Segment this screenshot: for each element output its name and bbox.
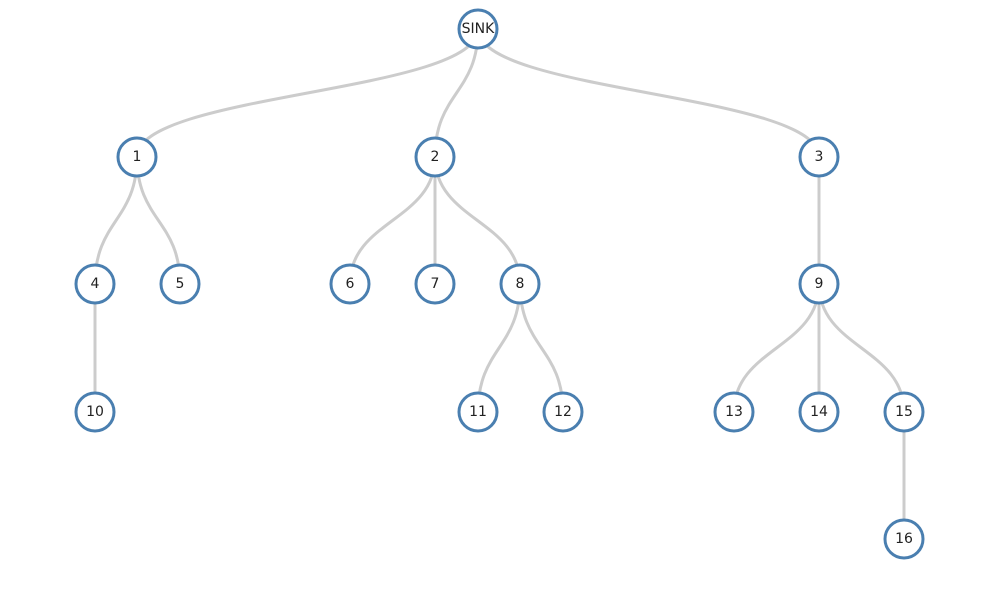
edge-2-8 (433, 156, 522, 285)
node-label: 9 (815, 276, 824, 292)
node-label: 16 (895, 531, 913, 547)
edge-9-15 (817, 283, 906, 413)
node-sink[interactable]: SINK (457, 8, 499, 50)
node-6[interactable]: 6 (329, 263, 371, 305)
node-10[interactable]: 10 (74, 391, 116, 433)
node-4[interactable]: 4 (74, 263, 116, 305)
node-circle (798, 263, 840, 305)
node-label: 5 (176, 276, 185, 292)
node-14[interactable]: 14 (798, 391, 840, 433)
node-circle (499, 263, 541, 305)
node-label: 13 (725, 404, 743, 420)
node-circle (414, 263, 456, 305)
edge-2-6 (348, 156, 437, 285)
node-9[interactable]: 9 (798, 263, 840, 305)
node-circle (542, 391, 584, 433)
node-16[interactable]: 16 (883, 518, 925, 560)
edge-9-13 (732, 283, 821, 413)
node-circle (74, 263, 116, 305)
node-5[interactable]: 5 (159, 263, 201, 305)
node-circle (457, 391, 499, 433)
node-8[interactable]: 8 (499, 263, 541, 305)
node-circle (414, 136, 456, 178)
node-label: 6 (346, 276, 355, 292)
node-label: 14 (810, 404, 828, 420)
node-1[interactable]: 1 (116, 136, 158, 178)
node-label: 3 (815, 149, 824, 165)
node-circle (116, 136, 158, 178)
node-circle (883, 391, 925, 433)
node-12[interactable]: 12 (542, 391, 584, 433)
node-11[interactable]: 11 (457, 391, 499, 433)
node-circle (74, 391, 116, 433)
node-2[interactable]: 2 (414, 136, 456, 178)
node-label: 15 (895, 404, 913, 420)
node-circle (329, 263, 371, 305)
node-label: 1 (133, 149, 142, 165)
node-label: 10 (86, 404, 104, 420)
node-label: SINK (462, 21, 495, 37)
node-circle (798, 391, 840, 433)
node-label: 7 (431, 276, 440, 292)
edge-sink-3 (476, 28, 821, 158)
node-circle (159, 263, 201, 305)
node-15[interactable]: 15 (883, 391, 925, 433)
node-7[interactable]: 7 (414, 263, 456, 305)
node-circle (713, 391, 755, 433)
node-label: 2 (431, 149, 440, 165)
node-label: 11 (469, 404, 487, 420)
node-label: 4 (91, 276, 100, 292)
node-label: 8 (516, 276, 525, 292)
node-13[interactable]: 13 (713, 391, 755, 433)
edge-sink-1 (135, 28, 480, 158)
node-label: 12 (554, 404, 572, 420)
node-circle (457, 8, 499, 50)
node-circle (883, 518, 925, 560)
node-3[interactable]: 3 (798, 136, 840, 178)
node-circle (798, 136, 840, 178)
